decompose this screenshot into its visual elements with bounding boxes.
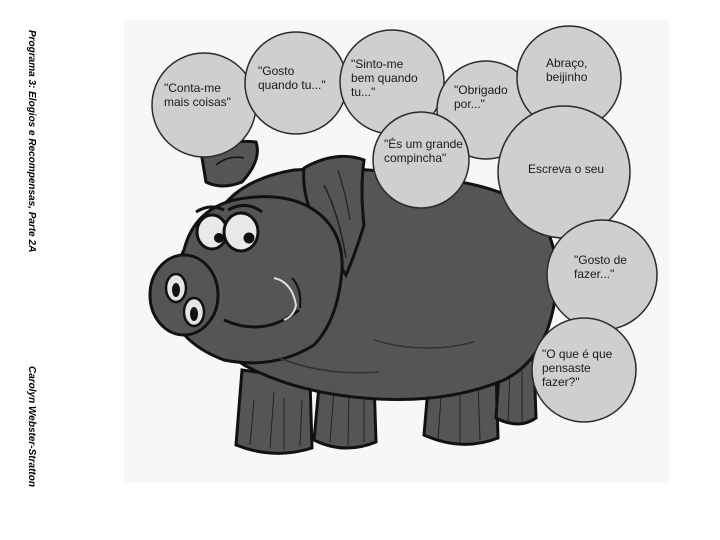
bubble-text-line: "Conta-me <box>164 81 221 95</box>
bubble-text-line: por..." <box>454 97 485 111</box>
bubble-text-line: quando tu..." <box>258 78 326 92</box>
pig-snout <box>148 253 220 337</box>
bubble-text-line: Escreva o seu <box>528 162 604 176</box>
bubble-text-line: beijinho <box>546 70 588 84</box>
bubble-text-line: "Gosto <box>258 64 295 78</box>
bubble-circle <box>372 111 470 209</box>
bubble-escreva: Escreva o seu <box>497 105 631 239</box>
pig-eyes <box>195 204 263 253</box>
bubble-text-line: "Gosto de <box>574 253 627 267</box>
piggy-bank <box>148 139 577 455</box>
author-caption: Carolyn Webster-Stratton <box>26 366 37 487</box>
bubble-text-line: compincha" <box>384 151 446 165</box>
bubble-text-line: "Sinto-me <box>351 57 404 71</box>
bubble-text-line: Abraço, <box>546 56 587 70</box>
bubble-text-line: "Obrigado <box>454 83 508 97</box>
program-caption: Programa 3: Elogios e Recompensas, Parte… <box>26 30 37 253</box>
bubble-text-line: "És um grande <box>384 136 463 151</box>
bubble-text-line: tu..." <box>351 85 375 99</box>
bubble-text-line: pensaste <box>542 361 591 375</box>
bubble-text-line: "O que é que <box>542 347 613 361</box>
bubble-text-line: fazer?" <box>542 375 580 389</box>
bubble-text-line: fazer..." <box>574 267 614 281</box>
bubble-abraco: Abraço,beijinho <box>516 25 622 131</box>
bubble-text-line: bem quando <box>351 71 418 85</box>
bubble-text-line: mais coisas" <box>164 95 231 109</box>
bubble-circle <box>531 317 637 423</box>
